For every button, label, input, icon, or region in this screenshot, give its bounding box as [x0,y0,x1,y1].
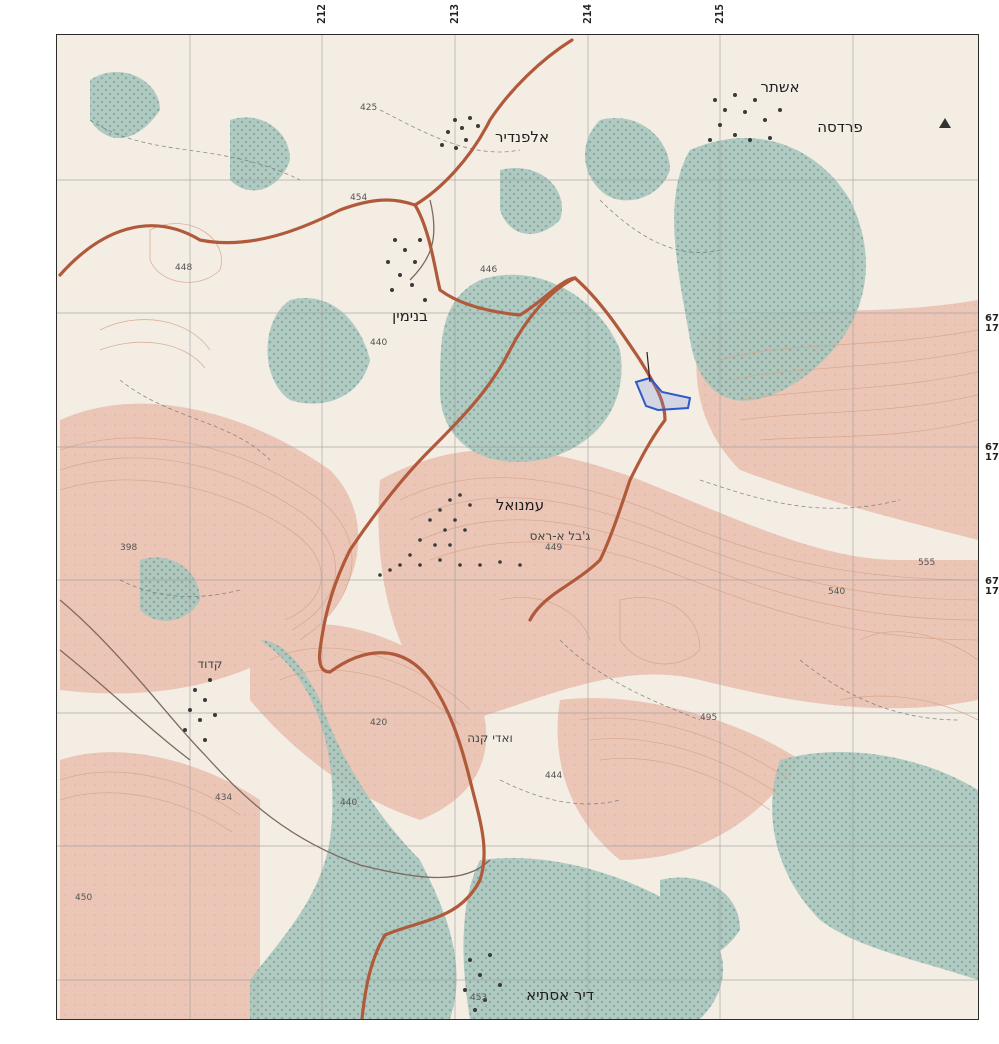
label-jebel: ג'בל א-ראס [530,529,591,543]
elevation-label: 453 [470,993,487,1003]
elevation-label: 425 [360,103,377,113]
elevation-label: 449 [545,543,562,553]
grid-lines [57,35,978,1019]
label-ashtar: אשתר [761,78,800,96]
elevation-label: 540 [828,587,845,597]
grid-label-top-215: 215 [713,4,726,24]
place-labels: אלפנדיר בנימין עמנואל דיר אסתיא אשתר פרד… [198,78,863,1004]
settlement-emanuel [378,493,522,577]
label-emanuel: עמנואל [496,496,544,514]
elevation-label: 444 [545,771,562,781]
elevation-label: 448 [175,263,192,273]
grid-label-right-main: 67 [985,576,999,587]
grid-label-right-main: 67 [985,442,999,453]
grid-label-right-sub: 17 [985,323,999,334]
grid-label-top-213: 213 [448,4,461,24]
grid-label-right-sub: 17 [985,586,999,597]
elevation-label: 434 [215,793,232,803]
main-roads [58,38,667,1019]
elevation-label: 446 [480,265,497,275]
settlement-deir-istiya [463,953,502,1012]
grid-label-top-214: 214 [581,4,594,24]
forest-areas [90,71,978,1019]
label-alfanadir: אלפנדיר [495,128,549,146]
grid-label-right-1: 67 17 [985,314,999,334]
settlement-kfar [183,678,217,742]
parcel-pointer [646,351,651,383]
label-wadi: ואדי קנה [467,731,513,745]
grid-label-right-3: 67 17 [985,577,999,597]
label-kfar: קדוד [198,657,223,671]
grid-label-right-2: 67 17 [985,443,999,463]
settlement-alfanadir [440,116,480,150]
grid-label-right-main: 67 [985,313,999,324]
settlement-binyamin [386,238,427,302]
dirt-tracks [89,109,961,805]
elevation-label: 440 [370,338,387,348]
elevation-label: 555 [918,558,935,568]
elevation-labels: 425 454 440 449 446 398 540 555 495 444 … [75,103,935,1003]
elevation-label: 440 [340,798,357,808]
elevation-label: 495 [700,713,717,723]
parcel-outline[interactable] [634,376,692,412]
contour-lines [59,223,978,833]
settlement-ashtar [708,93,782,142]
elevation-label: 454 [350,193,367,203]
hill-terrain [60,300,978,1019]
label-deir-istiya: דיר אסתיא [526,986,594,1004]
settlements [183,93,782,1012]
elevation-label: 450 [75,893,92,903]
grid-label-top-212: 212 [315,4,328,24]
grid-label-right-sub: 17 [985,452,999,463]
triangulation-marker-icon [939,118,951,128]
label-fardisa: פרדסה [817,118,863,136]
elevation-label: 420 [370,718,387,728]
elevation-label: 398 [120,543,137,553]
label-binyamin: בנימין [392,307,428,325]
